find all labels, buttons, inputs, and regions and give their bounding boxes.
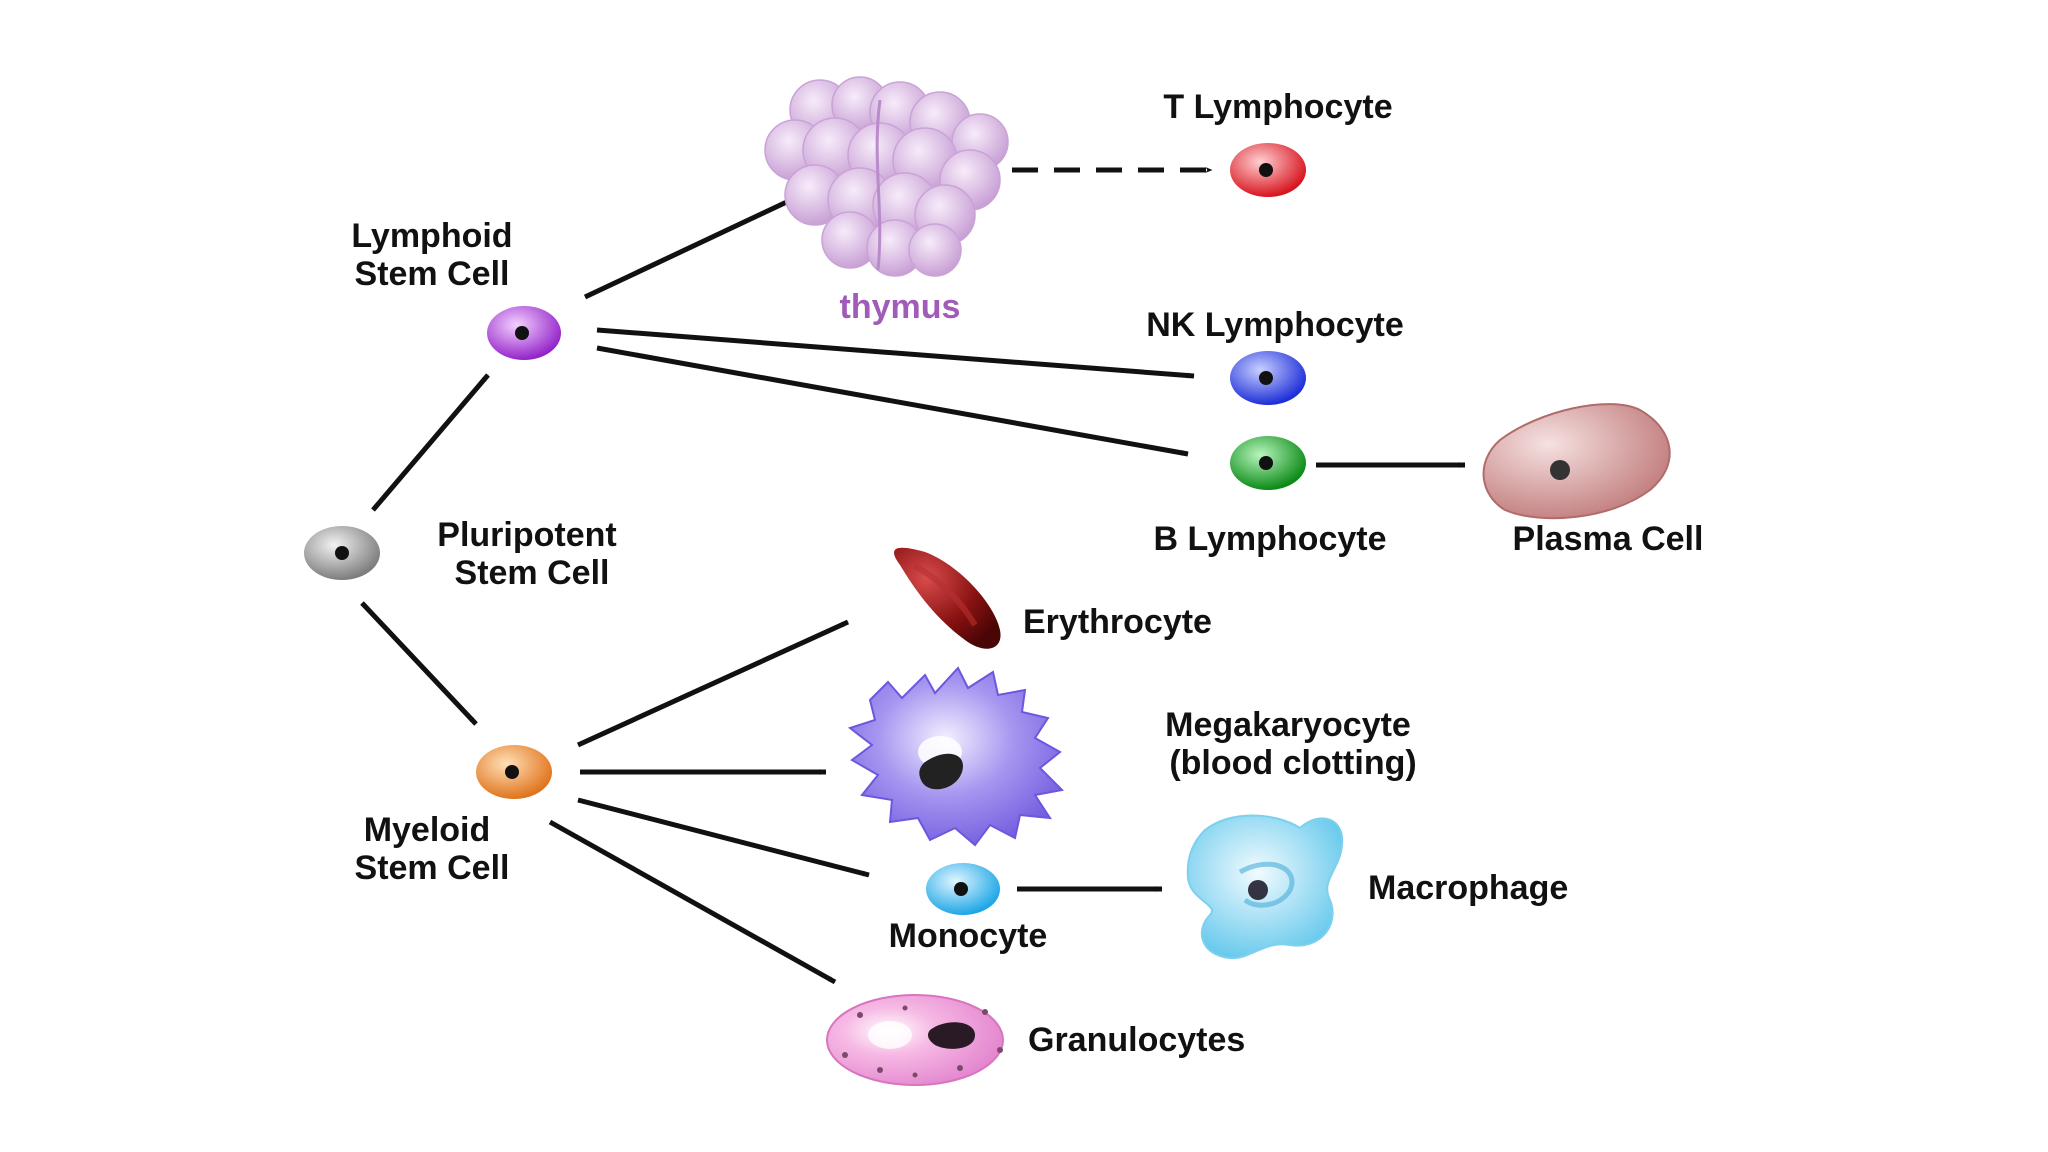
arrow-myeloid-to-granulocytes (548, 819, 837, 985)
b-lymphocyte-cell (1230, 436, 1306, 490)
label-megakaryocyte-line2: (blood clotting) (1169, 744, 1416, 782)
label-b-lymphocyte: B Lymphocyte (1153, 520, 1386, 558)
macrophage-cell (1186, 814, 1344, 960)
arrow-pluripotent-to-myeloid (360, 601, 478, 726)
arrow-lymphoid-to-nk-lymphocyte (596, 327, 1195, 379)
label-monocyte: Monocyte (889, 917, 1048, 955)
nk-lymphocyte-cell (1230, 351, 1306, 405)
label-macrophage: Macrophage (1368, 869, 1568, 907)
label-pluripotent-line2: Stem Cell (455, 554, 610, 592)
t-lymphocyte-cell (1230, 143, 1306, 197)
label-erythrocyte: Erythrocyte (1023, 603, 1212, 641)
megakaryocyte-cell (847, 666, 1065, 847)
thymus-organ (764, 76, 1009, 277)
arrow-lymphoid-to-b-lymphocyte (596, 345, 1189, 457)
label-plasma-cell: Plasma Cell (1513, 520, 1704, 558)
plasma-cell (1482, 403, 1671, 520)
label-myeloid-line1: Myeloid (364, 811, 491, 849)
label-lymphoid-line1: Lymphoid (351, 217, 512, 255)
label-thymus: thymus (840, 288, 961, 326)
label-pluripotent-line1: Pluripotent (437, 516, 616, 554)
arrows (360, 167, 1466, 985)
arrow-myeloid-to-monocyte (577, 797, 870, 878)
label-myeloid-line2: Stem Cell (355, 849, 510, 887)
lymphoid-stem-cell (487, 306, 561, 360)
label-t-lymphocyte: T Lymphocyte (1163, 88, 1392, 126)
label-nk-lymphocyte: NK Lymphocyte (1146, 306, 1404, 344)
label-granulocytes: Granulocytes (1028, 1021, 1245, 1059)
arrow-pluripotent-to-lymphoid (371, 373, 490, 512)
labels: Lymphoid Stem Cell Pluripotent Stem Cell… (351, 88, 1703, 1059)
pluripotent-stem-cell (304, 526, 380, 580)
arrow-myeloid-to-erythrocyte (576, 619, 850, 748)
arrow-lymphoid-to-thymus (583, 188, 812, 300)
monocyte-cell (926, 863, 1000, 915)
erythrocyte-cell (894, 547, 1001, 649)
myeloid-stem-cell (476, 745, 552, 799)
label-lymphoid-line2: Stem Cell (355, 255, 510, 293)
label-megakaryocyte-line1: Megakaryocyte (1165, 706, 1411, 744)
granulocyte-cell (826, 994, 1004, 1086)
